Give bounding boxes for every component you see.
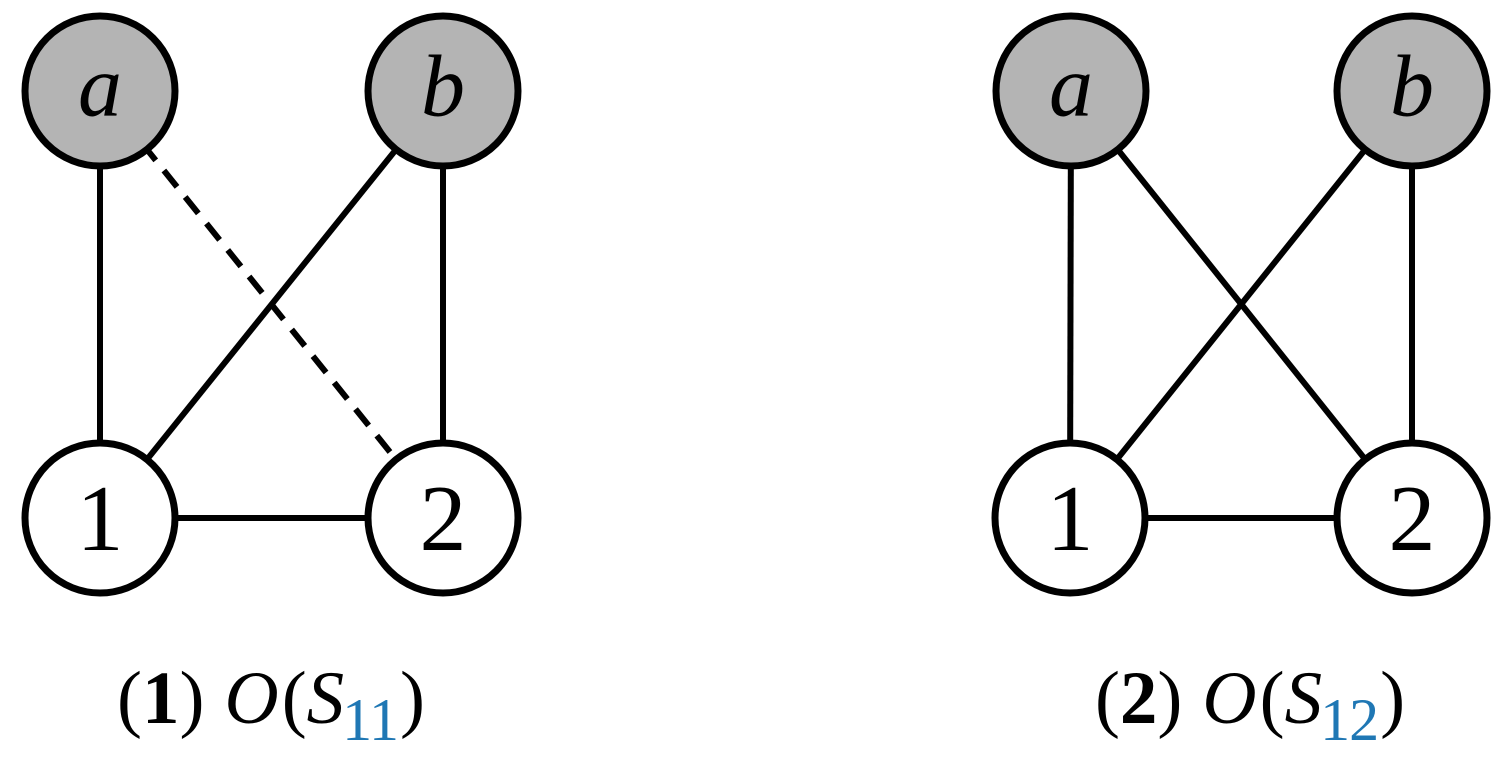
node-label-g1-a: a	[78, 39, 122, 136]
node-g2-b	[1333, 12, 1491, 170]
caption-2-operator-O: O	[1202, 657, 1257, 740]
node-label-g2-b: b	[1390, 39, 1434, 136]
node-g1-1	[21, 439, 179, 597]
edge-g2-b-1	[1067, 89, 1415, 520]
caption-2-subscript: 12	[1320, 687, 1379, 753]
caption-2-index-open: (	[1094, 657, 1120, 740]
node-g1-a	[21, 12, 179, 170]
caption-1-index-close: )	[179, 657, 205, 740]
node-label-g1-b: b	[421, 39, 465, 136]
caption-2-set-symbol: S	[1284, 657, 1323, 740]
node-label-g1-2: 2	[420, 467, 467, 571]
caption-1-close-paren: )	[399, 657, 425, 740]
caption-graph-1: (1)O(S11)	[117, 651, 425, 753]
caption-2-index-close: )	[1157, 657, 1183, 740]
caption-2-open-paren: (	[1259, 657, 1285, 740]
caption-1-index-open: (	[117, 657, 143, 740]
caption-1-set-symbol: S	[306, 657, 345, 740]
node-label-g2-1: 1	[1047, 467, 1094, 571]
caption-1-open-paren: (	[281, 657, 307, 740]
node-label-g2-2: 2	[1389, 467, 1436, 571]
node-label-g1-1: 1	[77, 467, 124, 571]
node-g2-2	[1333, 439, 1491, 597]
caption-1-subscript: 11	[342, 687, 399, 753]
caption-2-index-number: 2	[1119, 657, 1158, 740]
caption-graph-2: (2)O(S12)	[1094, 651, 1406, 753]
node-label-g2-a: a	[1049, 39, 1093, 136]
caption-2-close-paren: )	[1380, 657, 1406, 740]
node-g1-b	[364, 12, 522, 170]
node-g2-a	[992, 12, 1150, 170]
node-g1-2	[364, 439, 522, 597]
caption-1-index-number: 1	[142, 657, 180, 740]
caption-1-operator-O: O	[224, 657, 279, 740]
node-g2-1	[991, 439, 1149, 597]
edge-g1-b-1	[97, 89, 446, 520]
